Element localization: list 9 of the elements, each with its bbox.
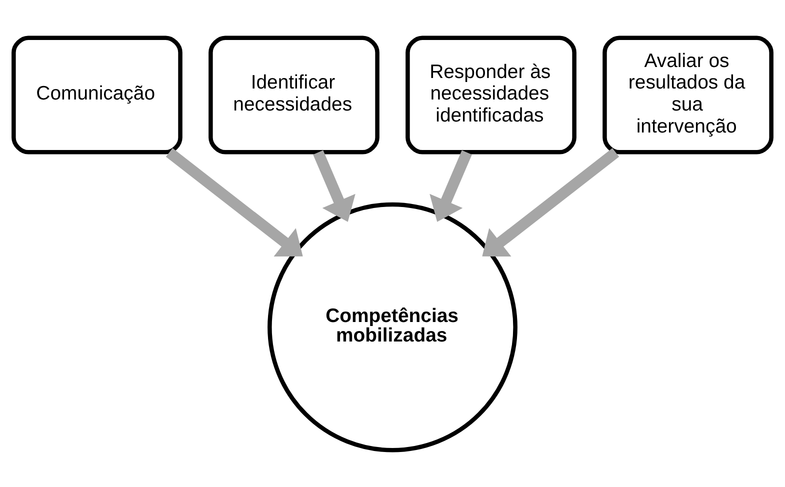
node-box: Identificar necessidades xyxy=(208,35,380,154)
arrow xyxy=(482,148,620,256)
node-box: Responder às necessidades identificadas xyxy=(406,35,576,154)
arrow xyxy=(166,148,303,256)
node-box: Comunicação xyxy=(12,35,182,154)
arrow xyxy=(430,150,472,222)
arrow xyxy=(313,150,356,222)
node-circle: Competências mobilizadas xyxy=(268,202,518,452)
node-box: Avaliar os resultados da sua intervenção xyxy=(602,35,774,154)
